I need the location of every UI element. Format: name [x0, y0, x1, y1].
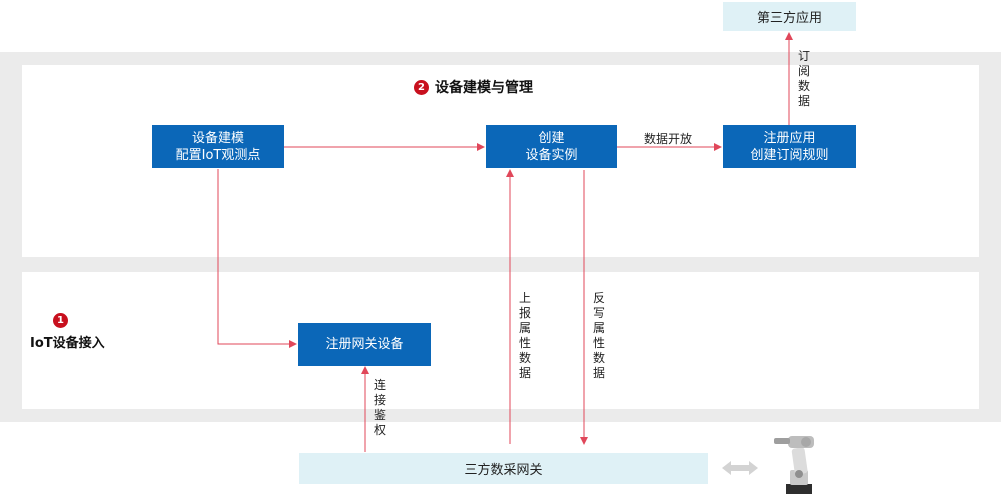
create-instance-line1: 创建	[538, 130, 565, 146]
create-instance-box: 创建 设备实例	[486, 125, 617, 168]
device-model-line1: 设备建模	[191, 130, 244, 146]
create-instance-line2: 设备实例	[525, 147, 578, 163]
section-access-label: IoT设备接入	[30, 336, 105, 351]
register-gateway-line1: 注册网关设备	[325, 337, 404, 352]
step-badge-2: 2	[414, 79, 429, 95]
section-modeling-label: 设备建模与管理	[435, 80, 533, 96]
register-gateway-box: 注册网关设备	[298, 323, 431, 366]
connect-auth-label: 连接鉴权	[373, 378, 386, 437]
subscribe-data-label: 订阅数据	[797, 49, 810, 108]
third-party-app-box: 第三方应用	[723, 2, 856, 31]
register-app-line2: 创建订阅规则	[750, 147, 829, 163]
writeback-attr-label: 反写属性数据	[592, 291, 605, 380]
device-model-line2: 配置IoT观测点	[175, 147, 261, 163]
register-app-line1: 注册应用	[763, 130, 816, 146]
robot-arm-icon	[774, 436, 814, 494]
register-app-box: 注册应用 创建订阅规则	[723, 125, 856, 168]
access-panel	[22, 272, 979, 409]
gateway-bar: 三方数采网关	[299, 453, 708, 484]
device-model-box: 设备建模 配置IoT观测点	[152, 125, 284, 168]
step-badge-1: 1	[53, 313, 68, 328]
section-modeling-title: 2 设备建模与管理	[414, 77, 533, 97]
double-arrow-icon	[722, 461, 758, 475]
report-attr-label: 上报属性数据	[518, 291, 531, 380]
data-open-label: 数据开放	[644, 132, 693, 146]
